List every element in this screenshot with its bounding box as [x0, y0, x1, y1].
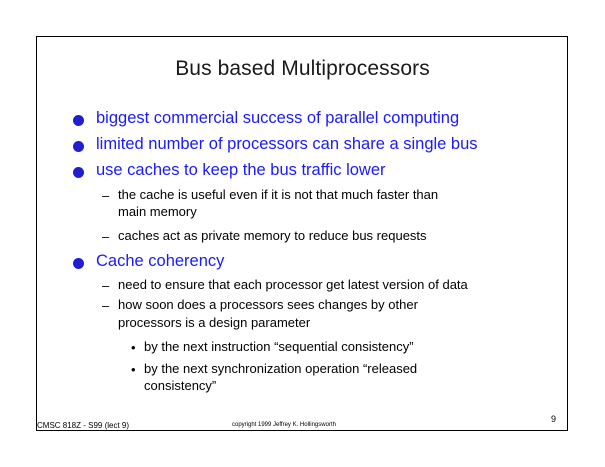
page-number: 9	[551, 414, 557, 424]
bullet-4-text: Cache coherency	[96, 252, 225, 270]
bullet-4-sub-1-line-1: need to ensure that each processor get l…	[118, 277, 468, 292]
filled-circle-icon	[73, 141, 84, 152]
footer-course: CMSC 818Z - S99 (lect 9)	[37, 421, 130, 430]
small-dot-icon: •	[131, 340, 136, 355]
dash-icon: –	[102, 188, 110, 203]
bullet-4-sub-2-line-1: how soon does a processors sees changes …	[118, 297, 418, 312]
bullet-3-sub-2-line-1: caches act as private memory to reduce b…	[118, 228, 427, 243]
bullet-4-subsub-2-line-1: by the next synchronization operation “r…	[144, 361, 418, 376]
filled-circle-icon	[73, 115, 84, 126]
filled-circle-icon	[73, 167, 84, 178]
bullet-3-sub-1-line-2: main memory	[118, 204, 197, 219]
bullet-4-subsub-1-line-1: by the next instruction “sequential cons…	[144, 339, 414, 354]
slide-frame	[36, 36, 568, 431]
bullet-2-text: limited number of processors can share a…	[96, 135, 478, 153]
footer-copyright: copyright 1999 Jeffrey K. Hollingsworth	[232, 422, 336, 428]
small-dot-icon: •	[131, 362, 136, 377]
bullet-4-subsub-2-line-2: consistency”	[144, 378, 217, 393]
filled-circle-icon	[73, 258, 84, 269]
slide-title: Bus based Multiprocessors	[175, 57, 430, 80]
bullet-3-sub-1-line-1: the cache is useful even if it is not th…	[118, 187, 439, 202]
dash-icon: –	[102, 229, 110, 244]
dash-icon: –	[102, 298, 110, 313]
bullet-1-text: biggest commercial success of parallel c…	[96, 109, 460, 127]
bullet-4-sub-2-line-2: processors is a design parameter	[118, 315, 311, 330]
dash-icon: –	[102, 278, 110, 293]
bullet-3-text: use caches to keep the bus traffic lower	[96, 161, 386, 179]
